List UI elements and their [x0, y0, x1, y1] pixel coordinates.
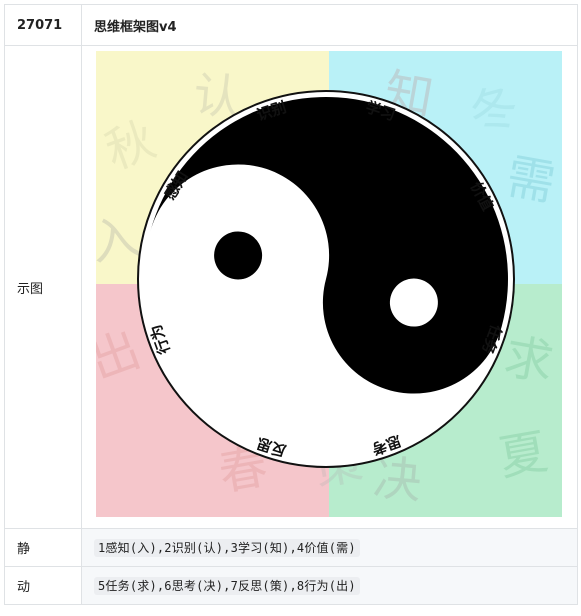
dynamic-value-cell: 5任务(求),6思考(决),7反思(策),8行为(出) [81, 566, 578, 605]
ghost-char: 需 [502, 148, 559, 211]
id-cell: 27071 [4, 4, 82, 46]
info-table: 27071 思维框架图v4 示图 秋入认知冬需求夏决策春出 感知识别学习价值任务… [4, 4, 578, 605]
ghost-char: 入 [96, 208, 144, 271]
static-label: 静 [4, 528, 82, 567]
dynamic-row: 动 5任务(求),6思考(决),7反思(策),8行为(出) [4, 566, 578, 605]
ghost-char: 夏 [495, 423, 552, 486]
static-value: 1感知(入),2识别(认),3学习(知),4价值(需) [94, 539, 360, 557]
header-row: 27071 思维框架图v4 [4, 4, 578, 46]
light-dot [389, 278, 438, 327]
static-value-cell: 1感知(入),2识别(认),3学习(知),4价值(需) [81, 528, 578, 567]
dark-dot [214, 231, 263, 280]
ghost-char: 求 [500, 328, 557, 391]
dynamic-label: 动 [4, 566, 82, 605]
figure-label: 示图 [4, 45, 82, 529]
title-cell: 思维框架图v4 [81, 4, 578, 46]
static-row: 静 1感知(入),2识别(认),3学习(知),4价值(需) [4, 528, 578, 567]
dynamic-value: 5任务(求),6思考(决),7反思(策),8行为(出) [94, 577, 360, 595]
